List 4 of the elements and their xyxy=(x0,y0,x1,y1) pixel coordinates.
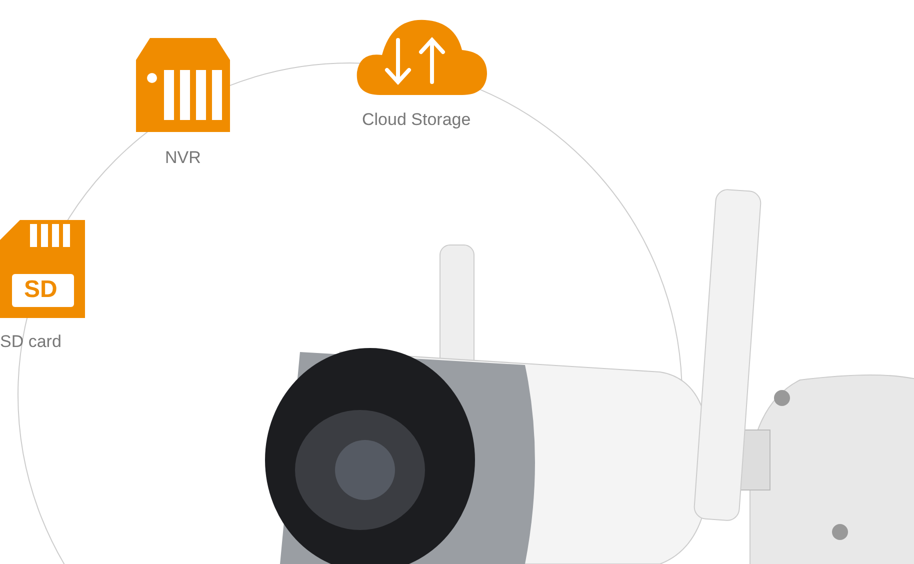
caption: NVR xyxy=(165,148,201,168)
caption: Cloud Storage xyxy=(362,110,471,130)
card-text: SD xyxy=(24,276,58,304)
caption: SD card xyxy=(0,332,62,352)
